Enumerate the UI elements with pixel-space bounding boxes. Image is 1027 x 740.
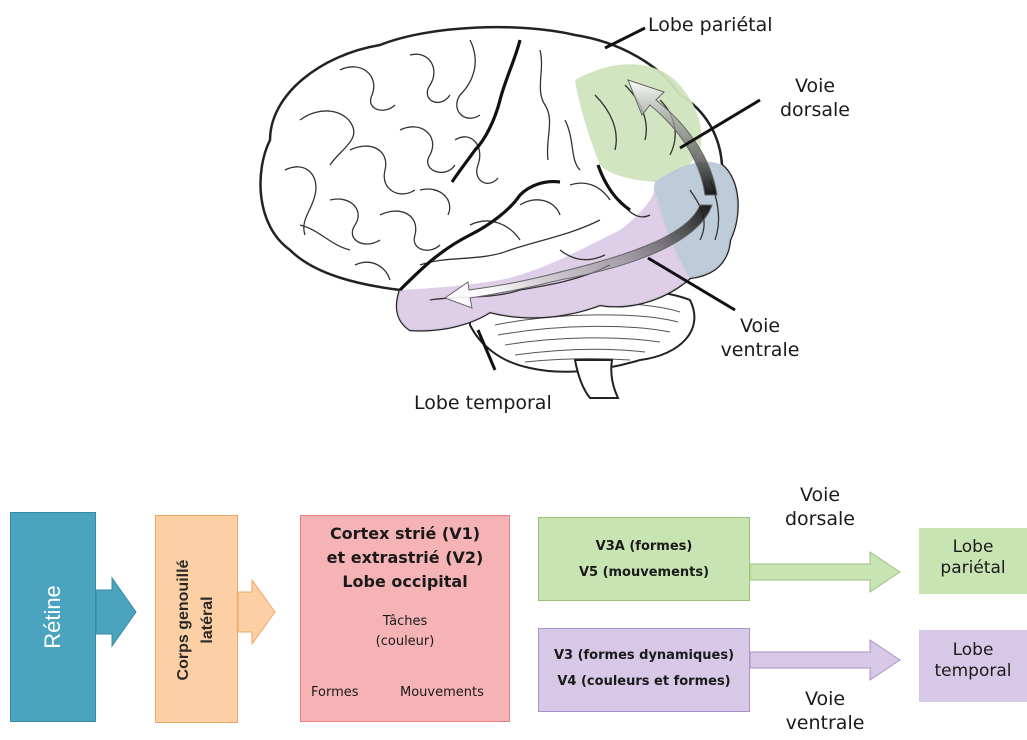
corps-genouille-box: [155, 515, 238, 723]
flow-voie-ventrale-line1: Voie: [804, 688, 846, 710]
ventral-v4: V4 (couleurs et formes): [557, 674, 731, 689]
lobe-parietal-box: [919, 528, 1027, 594]
cortex-line1: Cortex strié (V1): [329, 524, 481, 543]
cortex-line3: Lobe occipital: [342, 572, 468, 591]
flow-voie-dorsale-line1: Voie: [799, 484, 841, 506]
retine-box: [10, 512, 96, 722]
cortex-formes: Formes: [311, 685, 359, 700]
retine-label: Rétine: [40, 585, 65, 649]
cortex-taches: Tâches (couleur): [300, 612, 510, 652]
dorsal-stream-arrow: [627, 79, 718, 196]
cortex-box: [300, 515, 510, 722]
ventral-v3: V3 (formes dynamiques): [553, 648, 735, 663]
flow-voie-dorsale-line2: dorsale: [784, 507, 855, 530]
dorsal-v3a: V3A (formes): [595, 539, 693, 554]
lobe-parietal-text: Lobe pariétal: [919, 537, 1027, 580]
cortex-taches-line1: Tâches: [382, 614, 428, 629]
label-voie-ventrale-line2: ventrale: [720, 338, 800, 361]
label-lobe-temporal: Lobe temporal: [414, 392, 552, 414]
dorsal-areas-text: V3A (formes) V5 (mouvements): [538, 534, 750, 586]
label-voie-ventrale-line1: Voie: [739, 315, 781, 337]
gyri: [284, 39, 720, 301]
brain-stem: [573, 359, 620, 399]
lobe-temporal-text: Lobe temporal: [919, 640, 1027, 683]
ventral-stream-arrow: [443, 204, 713, 309]
corps-genouille-label: Corps genouillé latéral: [172, 515, 222, 725]
retine-arrow: [95, 576, 137, 648]
flow-voie-dorsale: Voie dorsale: [770, 484, 870, 532]
cortex-line2: et extrastrié (V2): [326, 548, 484, 567]
lobe-parietal-line1: Lobe: [952, 537, 994, 557]
label-voie-dorsale: Voie dorsale: [760, 75, 870, 123]
ventral-areas-text: V3 (formes dynamiques) V4 (couleurs et f…: [538, 643, 750, 695]
cortex-mouvements: Mouvements: [400, 685, 484, 700]
label-voie-dorsale-line2: dorsale: [779, 98, 850, 121]
sulci: [398, 39, 631, 292]
label-voie-dorsale-line1: Voie: [794, 75, 836, 97]
leader-lines: [476, 26, 761, 371]
lobe-temporal-line1: Lobe: [952, 640, 994, 660]
dorsal-v5: V5 (mouvements): [578, 565, 710, 580]
lobe-temporal-line2: temporal: [934, 661, 1012, 682]
corps-genouille-line2: latéral: [199, 596, 216, 644]
dorsal-flow-arrow: [749, 551, 901, 593]
label-voie-ventrale: Voie ventrale: [705, 315, 815, 363]
ventral-areas-box: [538, 628, 750, 712]
dorsal-areas-box: [538, 517, 750, 601]
cortex-taches-line2: (couleur): [375, 634, 435, 649]
flow-voie-ventrale-line2: ventrale: [785, 711, 865, 734]
cortex-title: Cortex strié (V1) et extrastrié (V2) Lob…: [300, 522, 510, 594]
flow-voie-ventrale: Voie ventrale: [775, 688, 875, 736]
lobe-parietal-line2: pariétal: [940, 558, 1006, 579]
label-lobe-parietal: Lobe pariétal: [648, 14, 773, 36]
parietal-region: [575, 64, 702, 182]
lobe-temporal-box: [919, 630, 1027, 702]
lgn-arrow: [237, 578, 276, 646]
corps-genouille-line1: Corps genouillé: [175, 559, 192, 681]
ventral-flow-arrow: [749, 639, 901, 681]
